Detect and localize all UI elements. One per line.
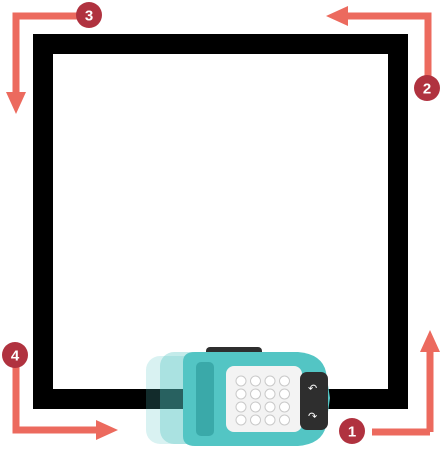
step-number-2: 2 [423,81,431,98]
step-badges: 1 2 3 4 [2,2,440,444]
robot-button [250,388,261,400]
robot-button [279,388,290,400]
robot-button [235,401,247,413]
arrow-right-icon [12,364,118,440]
robot-button [264,375,276,387]
robot-sensor-glyph-bottom: ↷ [308,410,317,423]
robot-button [264,388,276,400]
robot-button [279,401,290,413]
robot-button [235,375,247,387]
direction-arrows [6,6,440,440]
arrow-down-icon [6,12,78,114]
robot-sensor-block [300,372,328,430]
step-number-4: 4 [11,348,20,365]
step-number-3: 3 [85,8,93,25]
robot-button-grid [235,375,290,426]
step-badge-3: 3 [76,2,102,28]
robot-button [279,375,290,387]
robot-button [250,401,261,413]
robot-button [235,414,247,426]
robot-button [279,414,290,426]
arrow-left-icon [326,6,432,80]
step-badge-2: 2 [414,75,440,101]
robot-button [264,401,276,413]
arrow-up-icon [372,330,440,436]
robot-button [235,388,247,400]
track-line [33,34,408,409]
robot-sensor-glyph-top: ↶ [308,382,317,395]
robot-side-panel [196,362,214,436]
step-number-1: 1 [348,424,356,441]
robot-button [250,375,261,387]
step-badge-4: 4 [2,342,28,368]
robot-button [264,414,276,426]
robot-button [250,414,261,426]
step-badge-1: 1 [339,418,365,444]
robot-icon: ↶ ↷ [146,347,330,446]
